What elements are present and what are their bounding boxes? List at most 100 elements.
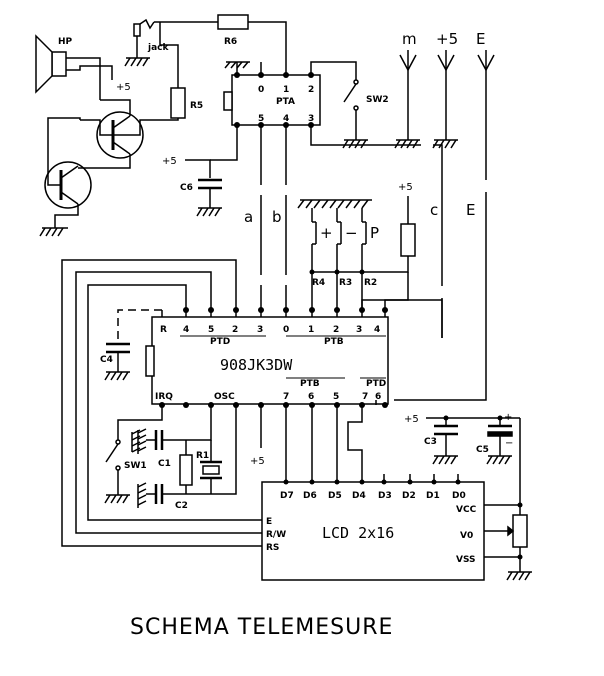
c2-label: C2 bbox=[175, 501, 188, 511]
signal-a-label: a bbox=[244, 208, 253, 226]
svg-text:+: + bbox=[504, 412, 512, 423]
button-minus-label: − bbox=[345, 224, 358, 242]
ground-icon bbox=[506, 571, 532, 581]
button-p-icon bbox=[362, 221, 367, 245]
pta-pin-bottom-4: 4 bbox=[283, 114, 289, 124]
switch-sw2-icon bbox=[343, 79, 359, 111]
c1-label: C1 bbox=[158, 459, 171, 469]
signal-m-label: m bbox=[402, 30, 417, 48]
arrow-plus5-icon bbox=[437, 50, 455, 140]
ground-icon bbox=[104, 494, 130, 504]
signal-e-label: E bbox=[476, 30, 485, 48]
mcu-chip bbox=[151, 316, 389, 405]
button-minus-icon bbox=[337, 221, 342, 245]
lcd-pin-d6: D6 bbox=[303, 491, 317, 501]
mcu-pin-osc: OSC bbox=[214, 392, 235, 402]
ground-icon bbox=[224, 61, 250, 69]
lcd-pin-d2: D2 bbox=[402, 491, 416, 501]
speaker-plus5-label: +5 bbox=[116, 82, 131, 93]
ground-bus-icon bbox=[297, 199, 372, 209]
c5-label: C5 bbox=[476, 445, 489, 455]
mcu-pin-ptb5: 5 bbox=[333, 392, 339, 402]
r4-label: R4 bbox=[312, 278, 325, 288]
capacitor-c1-icon bbox=[154, 430, 164, 450]
jack-label: jack bbox=[147, 43, 169, 53]
mcu-ptb-top-label: PTB bbox=[324, 337, 344, 347]
button-p-label: P bbox=[370, 224, 379, 242]
mcu-pin-ptd2: 2 bbox=[232, 325, 238, 335]
mcu-pin-ptb3: 3 bbox=[356, 325, 362, 335]
ground-icon bbox=[432, 455, 458, 465]
mcu-pin-ptd3: 3 bbox=[257, 325, 263, 335]
pta-pin-top-2: 2 bbox=[308, 85, 314, 95]
c4-label: C4 bbox=[100, 355, 113, 365]
signal-plus5-label: +5 bbox=[436, 30, 458, 48]
mcu-pin-irq: IRQ bbox=[155, 392, 173, 402]
capacitor-c2-icon bbox=[154, 484, 164, 504]
mcu-pin-ptb2: 2 bbox=[333, 325, 339, 335]
capacitor-c6-icon bbox=[198, 178, 222, 190]
ground-icon bbox=[342, 139, 368, 149]
mcu-pin-ptb1: 1 bbox=[308, 325, 314, 335]
mcu-plus5-label: +5 bbox=[250, 456, 265, 467]
mcu-pin-ptb7: 7 bbox=[283, 392, 289, 402]
ground-icon bbox=[394, 139, 420, 149]
sw1-label: SW1 bbox=[124, 461, 147, 471]
page-title: SCHEMA TELEMESURE bbox=[130, 615, 393, 640]
resistor-r5-icon bbox=[170, 87, 186, 119]
button-plus-label: + bbox=[320, 224, 333, 242]
capacitor-c5-icon bbox=[487, 424, 513, 437]
lcd-pin-vcc: VCC bbox=[456, 505, 477, 515]
mcu-pin-ptb4: 4 bbox=[374, 325, 380, 335]
r5-label: R5 bbox=[190, 101, 203, 111]
mcu-ptd-label: PTD bbox=[210, 337, 230, 347]
mcu-pin-ptd6: 6 bbox=[375, 392, 381, 402]
signal-e-mid-label: E bbox=[466, 201, 475, 219]
capacitor-c4-icon bbox=[106, 342, 130, 354]
mcu-pin-ptd5: 5 bbox=[208, 325, 214, 335]
pullup-plus5-label: +5 bbox=[398, 182, 413, 193]
r1-label: R1 bbox=[196, 451, 209, 461]
lcd-pin-rs: RS bbox=[266, 543, 279, 553]
lcd-pin-d3: D3 bbox=[378, 491, 392, 501]
r3-label: R3 bbox=[339, 278, 352, 288]
ground-icon bbox=[137, 482, 147, 508]
lcd-pin-e: E bbox=[266, 517, 272, 527]
lcd-pin-d1: D1 bbox=[426, 491, 440, 501]
speaker-icon bbox=[35, 34, 67, 94]
mcu-pin-r: R bbox=[160, 325, 167, 335]
lcd-pin-v0: V0 bbox=[460, 531, 473, 541]
transistor-q2-icon bbox=[44, 161, 92, 209]
mcu-label: 908JK3DW bbox=[220, 356, 293, 374]
ground-icon bbox=[137, 428, 147, 454]
lcd-pin-d5: D5 bbox=[328, 491, 342, 501]
lcd-pin-d4: D4 bbox=[352, 491, 366, 501]
ground-icon bbox=[104, 371, 130, 381]
ground-icon bbox=[124, 57, 150, 67]
jack-icon bbox=[133, 18, 155, 37]
pta-pin-top-0: 0 bbox=[258, 85, 264, 95]
speaker-label: HP bbox=[58, 37, 73, 47]
potentiometer-icon bbox=[512, 514, 528, 548]
lcd-pin-rw: R/W bbox=[266, 530, 286, 540]
ground-icon bbox=[432, 139, 458, 149]
sw2-label: SW2 bbox=[366, 95, 389, 105]
arrow-m-icon bbox=[399, 50, 417, 140]
pta-label: PTA bbox=[276, 97, 295, 107]
lcd-label: LCD 2x16 bbox=[322, 524, 394, 542]
signal-c-label: c bbox=[430, 201, 438, 219]
ground-icon bbox=[196, 207, 222, 217]
c3-plus5-label: +5 bbox=[404, 414, 419, 425]
pta-pin-bottom-3: 3 bbox=[308, 114, 314, 124]
svg-text:−: − bbox=[505, 438, 513, 449]
mcu-pin-ptd4: 4 bbox=[183, 325, 189, 335]
pta-pin-bottom-5: 5 bbox=[258, 114, 264, 124]
c6-label: C6 bbox=[180, 183, 193, 193]
r2-label: R2 bbox=[364, 278, 377, 288]
c6-plus5-label: +5 bbox=[162, 156, 177, 167]
signal-b-label: b bbox=[272, 208, 282, 226]
switch-sw1-icon bbox=[105, 439, 121, 471]
mcu-pin-ptb0: 0 bbox=[283, 325, 289, 335]
